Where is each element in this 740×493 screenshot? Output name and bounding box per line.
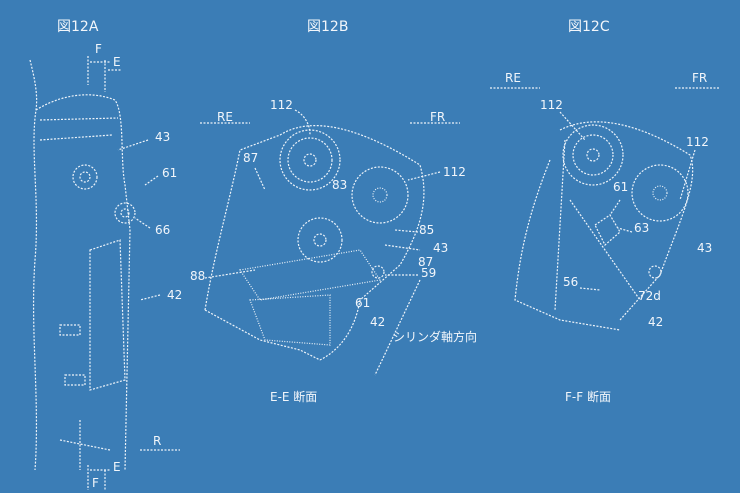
figure-12c-title: 図12C [568,19,610,35]
section-label-f-f: F-F 断面 [565,390,611,404]
label: 59 [421,266,437,280]
label: 112 [443,165,466,179]
label: 112 [270,98,293,112]
label: 83 [332,178,348,192]
label: 42 [167,288,183,302]
label: 43 [155,130,171,144]
label: 61 [355,296,371,310]
figure-12b-drawing [200,109,460,376]
label: 61 [613,180,629,194]
label: 63 [634,221,650,235]
label: FR [430,110,446,124]
label: 87 [243,151,259,165]
label: 112 [686,135,709,149]
section-label-e-e: E-E 断面 [270,390,318,404]
figure-12b-title: 図12B [307,19,349,35]
label: 66 [155,223,171,237]
label: F [92,476,99,490]
label: 112 [540,98,563,112]
label: 43 [433,241,449,255]
label: 43 [697,241,713,255]
label: 61 [162,166,178,180]
label: 42 [370,315,386,329]
label: E [113,55,121,69]
label: 42 [648,315,664,329]
figure-12c-drawing [490,87,720,331]
label: 56 [563,275,579,289]
label: RE [217,110,233,124]
label: 88 [190,269,206,283]
label: E [113,460,121,474]
figure-12a-drawing [29,56,180,490]
label: 85 [419,223,435,237]
label: F [95,42,102,56]
label: FR [692,71,708,85]
figure-12a-title: 図12A [57,19,99,35]
label: 87 [418,255,434,269]
label: RE [505,71,521,85]
label: 72d [638,289,661,303]
label: R [153,434,162,448]
cylinder-axis-direction-label: シリンダ軸方向 [393,330,478,344]
